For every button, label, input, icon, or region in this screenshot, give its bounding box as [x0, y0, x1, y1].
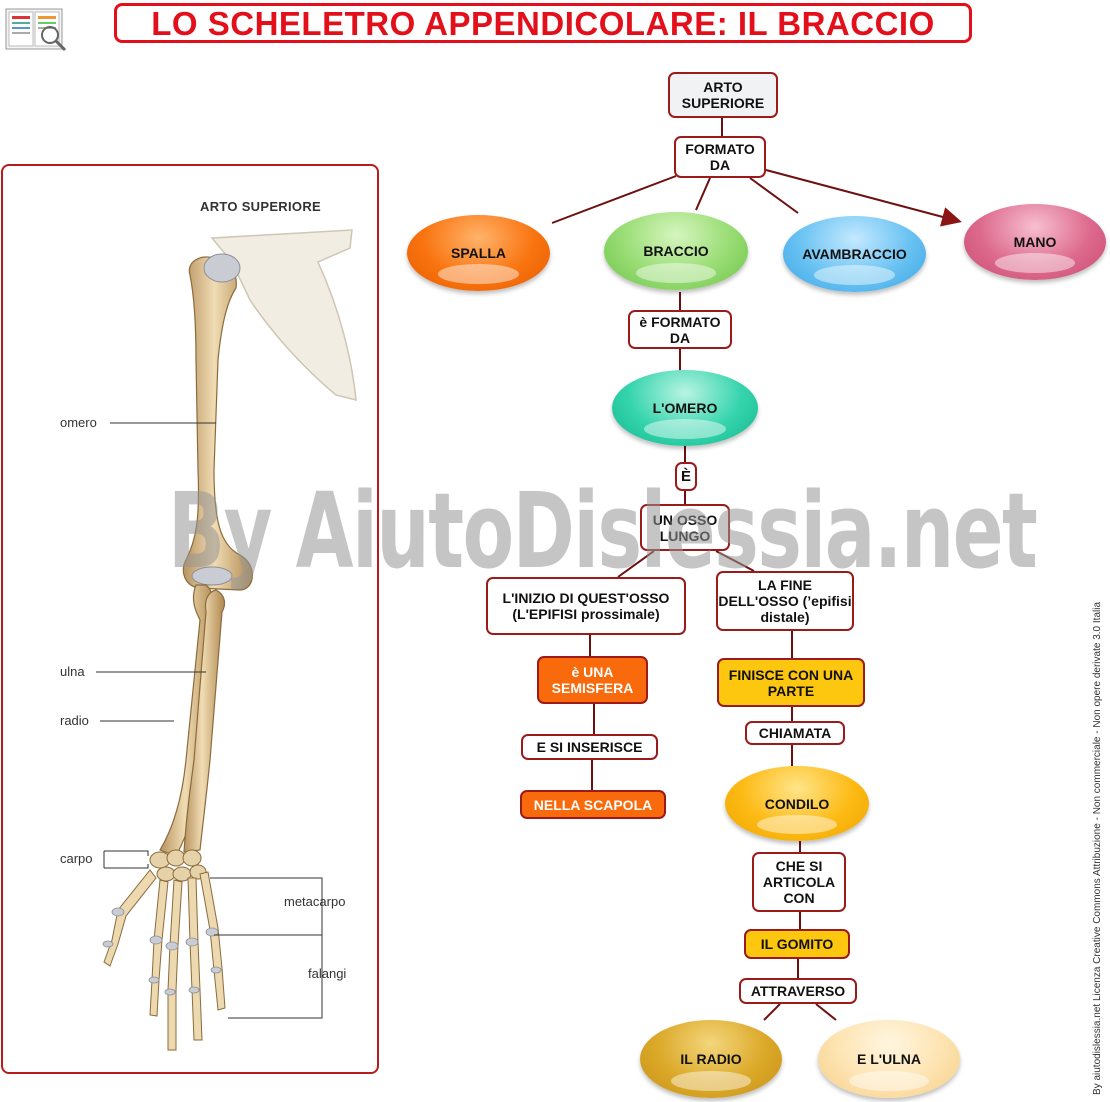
oval-spalla: SPALLA — [407, 215, 550, 291]
node-scapola: NELLA SCAPOLA — [520, 790, 666, 819]
node-e: È — [675, 462, 697, 491]
node-finisce: FINISCE CON UNA PARTE — [717, 658, 865, 707]
node-semisfera: è UNA SEMISFERA — [537, 656, 648, 704]
oval-avambraccio: AVAMBRACCIO — [783, 216, 926, 292]
scapula-shape — [210, 229, 357, 401]
label-metacarpo: metacarpo — [284, 894, 346, 909]
oval-mano: MANO — [964, 204, 1106, 280]
node-arto-superiore: ARTO SUPERIORE — [668, 72, 778, 118]
node-si-inserisce: E SI INSERISCE — [521, 734, 658, 760]
oval-radio: IL RADIO — [640, 1020, 782, 1098]
label-radio: radio — [60, 713, 89, 728]
label-ulna: ulna — [60, 664, 85, 679]
label-falangi: falangi — [308, 966, 347, 981]
oval-braccio: BRACCIO — [604, 212, 748, 290]
carpal-bones — [149, 849, 207, 882]
node-osso-lungo: UN OSSO LUNGO — [640, 504, 730, 551]
node-e-formato-da: è FORMATO DA — [628, 310, 732, 349]
node-attraverso: ATTRAVERSO — [739, 978, 857, 1004]
book-logo-icon — [4, 3, 68, 53]
node-inizio-osso: L'INIZIO DI QUEST'OSSO (L'EPIFISI prossi… — [486, 577, 686, 635]
arm-skeleton-illustration — [96, 229, 357, 1051]
humerus-head-shape — [203, 253, 241, 283]
watermark: By AiutoDislessia.net — [168, 470, 1038, 592]
oval-omero: L'OMERO — [612, 370, 758, 446]
label-omero: omero — [60, 415, 97, 430]
node-articola: CHE SI ARTICOLA CON — [752, 852, 846, 912]
oval-ulna: E L'ULNA — [818, 1020, 960, 1098]
label-carpo: carpo — [60, 851, 93, 866]
page-title: LO SCHELETRO APPENDICOLARE: IL BRACCIO — [114, 3, 972, 43]
license-credit: By aiutodislessia.net Licenza Creative C… — [1092, 601, 1103, 1095]
node-formato-da: FORMATO DA — [674, 136, 766, 178]
illustration-heading: ARTO SUPERIORE — [200, 199, 321, 214]
oval-condilo: CONDILO — [725, 766, 869, 841]
node-fine-osso: LA FINE DELL'OSSO (’epifisi distale) — [716, 571, 854, 631]
node-chiamata: CHIAMATA — [745, 721, 845, 745]
node-gomito: IL GOMITO — [744, 929, 850, 959]
